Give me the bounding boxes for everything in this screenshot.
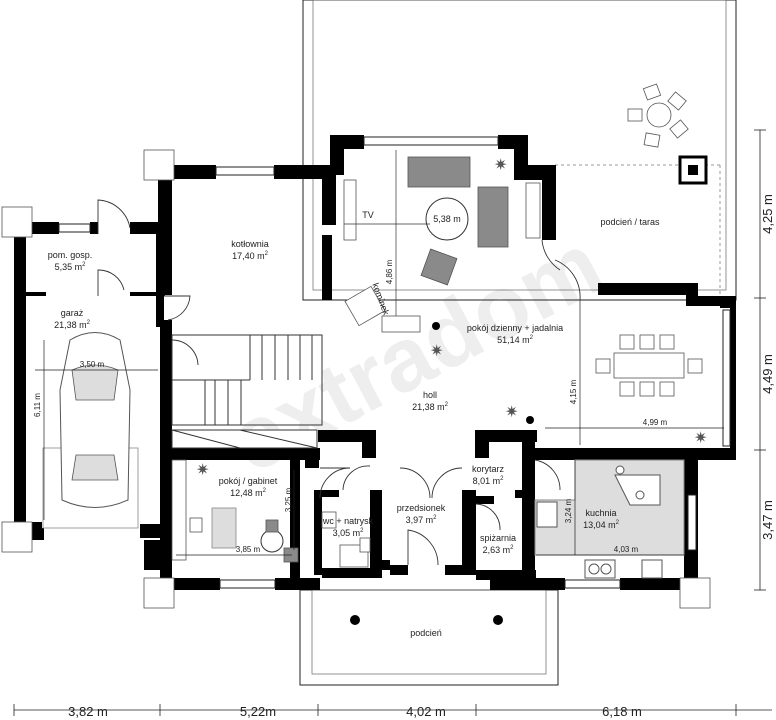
right-dim-2: 4,49 m <box>760 354 775 394</box>
dim-garage-h: 6,11 m <box>33 393 42 417</box>
dim-living-h: 4,86 m <box>385 259 394 284</box>
room-name-przedsionek: przedsionek <box>397 503 446 513</box>
dim-garage-w: 3,50 m <box>80 360 105 369</box>
dim-kitchen-h: 3,24 m <box>564 498 573 523</box>
room-area-gabinet: 12,48 m2 <box>230 488 267 498</box>
dim-office-h: 3,25 m <box>284 487 293 512</box>
bottom-dim-2: 5,22m <box>240 704 276 719</box>
dim-dining-h: 4,15 m <box>569 379 578 404</box>
right-dimension-chain <box>754 129 766 591</box>
bottom-dimension-chain <box>13 704 772 716</box>
room-name-spizarnia: spiżarnia <box>480 533 516 543</box>
room-name-kuchnia: kuchnia <box>585 508 616 518</box>
svg-text:✷: ✷ <box>196 460 209 479</box>
room-area-pom: 5,35 m2 <box>55 262 87 272</box>
room-area-kuchnia: 13,04 m2 <box>583 520 620 530</box>
right-dim-1: 4,25 m <box>760 194 775 234</box>
front-porch <box>299 589 559 686</box>
svg-text:✷: ✷ <box>430 341 443 360</box>
right-dim-3: 3,47 m <box>760 500 775 540</box>
kitchen-fixtures <box>534 459 685 579</box>
room-area-dzienny: 51,14 m2 <box>497 335 534 345</box>
room-area-spizarnia: 2,63 m2 <box>483 545 515 555</box>
room-area-przedsionek: 3,97 m2 <box>406 515 438 525</box>
dining-table <box>595 334 703 397</box>
room-area-garaz: 21,38 m2 <box>54 320 91 330</box>
room-area-holl: 21,38 m2 <box>412 402 449 412</box>
room-name-korytarz: korytarz <box>472 464 505 474</box>
plant-icons: ✷ ✷ ✷ ✷ ✷ <box>196 155 707 479</box>
room-name-holl: holl <box>423 390 437 400</box>
bottom-dim-3: 4,02 m <box>406 704 446 719</box>
room-name-podcien-taras: podcień / taras <box>600 217 660 227</box>
room-name-garaz: garaż <box>61 308 84 318</box>
room-name-pom: pom. gosp. <box>48 250 93 260</box>
garage-car <box>35 332 158 529</box>
staircase <box>171 334 323 449</box>
doors <box>97 199 581 566</box>
right-dimension-labels: 4,25 m 4,49 m 3,47 m <box>760 194 775 540</box>
room-name-gabinet: pokój / gabinet <box>219 476 278 486</box>
office-furniture <box>171 459 299 563</box>
svg-text:✷: ✷ <box>494 155 507 174</box>
dim-office-w: 3,85 m <box>236 545 261 554</box>
room-labels: pom. gosp. 5,35 m2 kotłownia 17,40 m2 ga… <box>48 217 660 638</box>
interior-dimensions <box>176 300 724 556</box>
room-name-kotl: kotłownia <box>231 239 269 249</box>
dim-kitchen-w: 4,03 m <box>614 545 639 554</box>
room-area-korytarz: 8,01 m2 <box>473 476 505 486</box>
room-name-wc: wc + natrysk <box>322 516 374 526</box>
room-name-podcien: podcień <box>410 628 442 638</box>
living-furniture <box>343 150 541 424</box>
svg-text:✷: ✷ <box>694 428 707 447</box>
room-area-kotl: 17,40 m2 <box>232 251 269 261</box>
dim-dining-w: 4,99 m <box>643 418 668 427</box>
upper-terrace <box>302 0 737 301</box>
svg-text:✷: ✷ <box>505 402 518 421</box>
room-area-wc: 3,05 m2 <box>333 528 365 538</box>
bottom-dim-1: 3,82 m <box>68 704 108 719</box>
terrace-table-set <box>627 83 689 148</box>
wc-fixtures <box>321 511 371 568</box>
tv-label: TV <box>362 210 374 220</box>
exterior-walls <box>14 135 736 600</box>
bottom-dim-4: 6,18 m <box>602 704 642 719</box>
bottom-dimension-labels: 3,82 m 5,22m 4,02 m 6,18 m <box>68 704 642 719</box>
corner-pillars <box>1 149 711 609</box>
windows <box>58 136 731 589</box>
room-name-dzienny: pokój dzienny + jadalnia <box>467 323 563 333</box>
interior-dimension-labels: 3,50 m 6,11 m 4,86 m 4,15 m 4,99 m 3,85 … <box>33 259 668 554</box>
circle-dim-label: 5,38 m <box>433 214 461 224</box>
